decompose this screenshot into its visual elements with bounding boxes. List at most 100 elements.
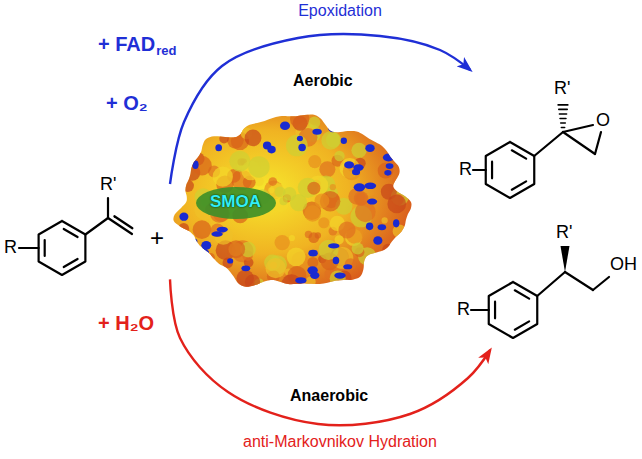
surface-patch <box>173 175 185 187</box>
surface-patch <box>219 134 229 144</box>
enzyme-surface <box>173 114 411 286</box>
bond-line <box>107 198 109 218</box>
alcohol-structure: R'OHR <box>453 210 639 350</box>
bond-line <box>473 169 486 171</box>
charged-residue <box>378 224 387 230</box>
charged-residue <box>366 223 373 231</box>
charged-residue <box>341 138 347 144</box>
charged-residue <box>227 258 233 263</box>
charged-residue <box>328 124 338 132</box>
bond-line <box>64 229 78 237</box>
bond-line <box>114 216 132 228</box>
bond-line <box>563 125 593 132</box>
surface-patch <box>229 151 250 172</box>
surface-patch <box>181 227 189 235</box>
structure-bonds <box>471 246 609 338</box>
reaction-arrow <box>170 279 490 425</box>
charged-residue <box>215 144 222 151</box>
hashed-wedge <box>561 122 566 124</box>
charged-residue <box>343 264 352 269</box>
surface-patch <box>398 179 411 192</box>
surface-patch <box>330 270 346 286</box>
surface-patch <box>223 257 234 268</box>
bond-line <box>515 321 529 329</box>
surface-patch <box>193 220 212 239</box>
surface-patch <box>392 177 402 187</box>
hashed-wedge <box>561 127 564 129</box>
bond-line <box>471 309 489 311</box>
charged-residue <box>190 239 197 245</box>
surface-patch <box>307 257 318 268</box>
surface-patch <box>268 177 277 186</box>
reaction-name: Epoxidation <box>298 2 382 20</box>
surface-patch <box>334 151 344 161</box>
surface-patch <box>308 232 319 243</box>
substituent-label: R <box>459 159 472 180</box>
reagent-label: + O₂ <box>106 92 148 115</box>
surface-patch <box>279 197 287 205</box>
surface-patch <box>281 274 301 294</box>
surface-patch <box>335 235 344 244</box>
surface-patch <box>382 217 388 223</box>
surface-patch <box>287 247 306 266</box>
bond-line <box>515 290 529 298</box>
surface-patch <box>352 242 364 254</box>
hashed-wedge <box>558 104 568 106</box>
structure-drawing <box>453 210 635 350</box>
charged-residue <box>179 212 188 220</box>
charged-residue <box>198 249 209 255</box>
charged-residue <box>267 146 275 154</box>
charged-residue <box>312 129 321 135</box>
charged-residue <box>383 153 394 161</box>
substituent-label: R' <box>554 78 570 99</box>
enzyme-surface-model: SMOA <box>170 112 415 292</box>
charged-residue <box>367 199 377 205</box>
surface-patch <box>355 201 376 222</box>
condition-label: Aerobic <box>293 72 353 90</box>
substituent-label: R' <box>556 222 572 243</box>
enzyme-patches <box>173 109 411 294</box>
structure-drawing <box>170 112 415 292</box>
bond-line <box>64 259 78 267</box>
atom-label: O <box>596 110 610 131</box>
charged-residue <box>174 195 183 200</box>
surface-patch <box>318 217 329 228</box>
charged-residue <box>344 161 354 168</box>
benzene-ring <box>39 221 86 275</box>
atom-label: OH <box>610 254 637 275</box>
surface-patch <box>182 180 194 192</box>
surface-patch <box>227 240 245 258</box>
hashed-wedge <box>559 109 567 111</box>
bond-line <box>491 162 493 179</box>
charged-residue <box>333 257 340 265</box>
bond-line <box>512 181 526 189</box>
charged-residue <box>328 243 339 248</box>
structure-drawing <box>455 70 625 210</box>
charged-residue <box>201 241 211 250</box>
bond-line <box>494 302 496 319</box>
charged-residue <box>241 265 250 271</box>
benzene-ring <box>489 282 537 338</box>
structure-drawing <box>0 160 140 310</box>
surface-patch <box>321 131 340 150</box>
hashed-wedge <box>559 113 566 115</box>
charged-residue <box>386 163 394 169</box>
surface-patch <box>275 235 290 250</box>
surface-patch <box>382 244 394 256</box>
cofactor-subscript: red <box>156 44 176 59</box>
bond-line <box>595 132 601 154</box>
surface-patch <box>245 274 260 289</box>
surface-patch <box>307 182 320 195</box>
epoxide-structure: R' O R <box>455 70 625 210</box>
enzyme-name: SMOA <box>210 192 261 212</box>
charged-residue <box>334 272 345 278</box>
surface-patch <box>308 155 321 168</box>
cofactor-label: + FAD <box>98 33 155 56</box>
charged-residue <box>192 160 198 169</box>
benzene-ring <box>486 142 534 198</box>
surface-patch <box>213 166 233 186</box>
charged-residue <box>229 129 235 135</box>
bond-line <box>19 247 39 249</box>
surface-patch <box>275 186 286 197</box>
